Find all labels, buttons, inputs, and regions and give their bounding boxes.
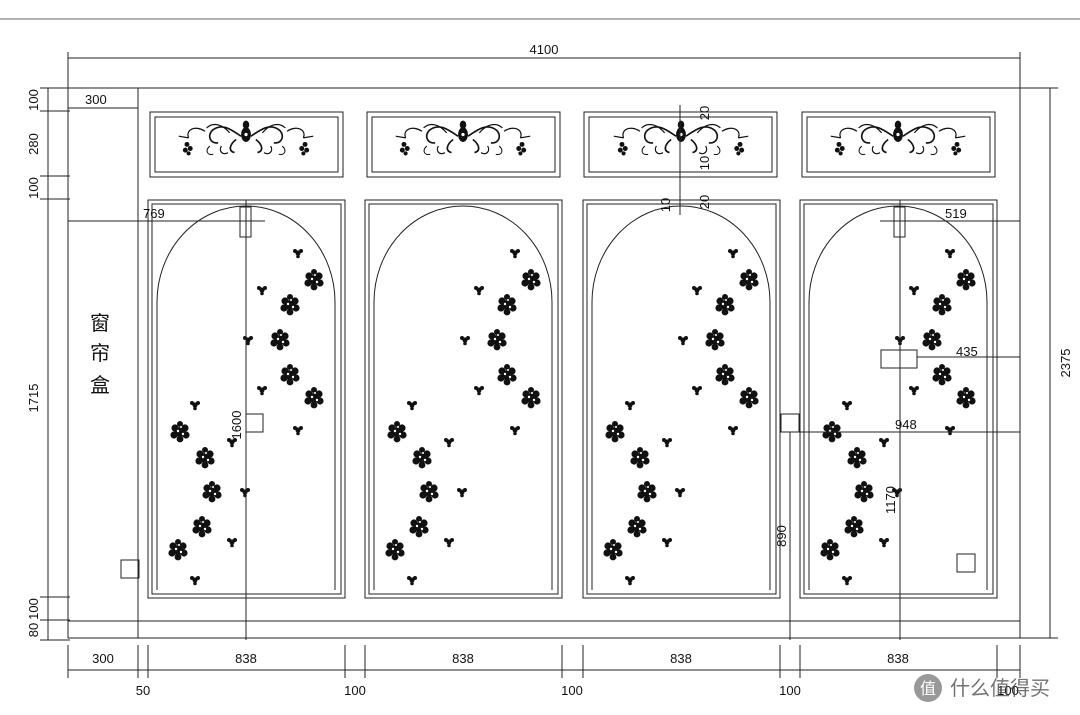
total-width-label: 4100 — [530, 42, 559, 57]
dim-435: 435 — [956, 344, 978, 359]
bottom-dim-100-1: 100 — [344, 683, 366, 698]
height-dim-3: 100 — [26, 177, 41, 199]
total-height-dimension: 2375 — [1020, 87, 1073, 639]
carved-ornament-2 — [394, 119, 532, 157]
bottom-dim-838-1: 838 — [235, 651, 257, 666]
internal-dimensions: 769 1600 519 435 948 1170 890 20 10 10 2… — [68, 105, 1020, 640]
socket-left — [120, 559, 140, 579]
carved-panel-4 — [801, 111, 996, 178]
socket-right — [956, 553, 976, 573]
dim-20-top: 20 — [697, 106, 712, 120]
height-dim-4: 1715 — [26, 384, 41, 413]
arched-panel-2 — [364, 199, 563, 599]
bottom-dim-50: 50 — [136, 683, 150, 698]
carved-panel-1 — [149, 111, 344, 178]
dim-769: 769 — [143, 206, 165, 221]
dim-890: 890 — [774, 525, 789, 547]
carved-ornament-4 — [829, 119, 967, 157]
bottom-dim-838-3: 838 — [670, 651, 692, 666]
carved-ornament-3 — [612, 119, 750, 157]
carved-ornament-1 — [177, 119, 315, 157]
wall-outline — [67, 87, 1021, 639]
dim-519: 519 — [945, 206, 967, 221]
dim-948: 948 — [895, 417, 917, 432]
carved-panels — [149, 111, 996, 178]
carved-panel-2 — [366, 111, 561, 178]
left-dimension-chain: 100 280 100 1715 100 80 — [26, 87, 70, 641]
height-dim-1: 100 — [26, 89, 41, 111]
bottom-dim-300: 300 — [92, 651, 114, 666]
height-dim-5: 100 — [26, 598, 41, 620]
bottom-dim-100-2: 100 — [561, 683, 583, 698]
arched-panels — [147, 199, 998, 599]
height-dim-2: 280 — [26, 133, 41, 155]
dim-20-low: 20 — [697, 195, 712, 209]
total-width-dimension: 4100 — [67, 42, 1021, 90]
bottom-dim-100-4: 100 — [997, 683, 1019, 698]
dim-10-mid: 10 — [697, 156, 712, 170]
svg-text:值: 值 — [920, 679, 936, 698]
arched-panel-3 — [582, 199, 781, 599]
curtain-box-char-1: 窗 — [90, 311, 110, 335]
curtain-box: 300 窗 帘 盒 — [85, 92, 140, 579]
watermark-text: 什么值得买 — [950, 676, 1050, 700]
dim-1600: 1600 — [229, 411, 244, 440]
arched-panel-4 — [799, 199, 998, 599]
watermark-logo-icon — [914, 674, 942, 702]
curtain-box-char-2: 帘 — [90, 341, 110, 365]
bottom-dim-838-2: 838 — [452, 651, 474, 666]
watermark: 值 什么值得买 — [914, 674, 1050, 702]
dim-10-low: 10 — [658, 198, 673, 212]
total-height-label: 2375 — [1058, 349, 1073, 378]
curtain-box-width: 300 — [85, 92, 107, 107]
flower-motifs-2 — [385, 249, 540, 585]
bottom-dim-838-4: 838 — [887, 651, 909, 666]
dim-1170: 1170 — [883, 486, 898, 514]
height-dim-6: 80 — [26, 623, 41, 637]
bottom-dim-100-3: 100 — [779, 683, 801, 698]
bottom-dimension-chain: 300 838 838 838 838 50 100 100 100 100 — [67, 645, 1021, 698]
curtain-box-char-3: 盒 — [90, 373, 110, 397]
flower-motifs-3 — [603, 249, 758, 585]
